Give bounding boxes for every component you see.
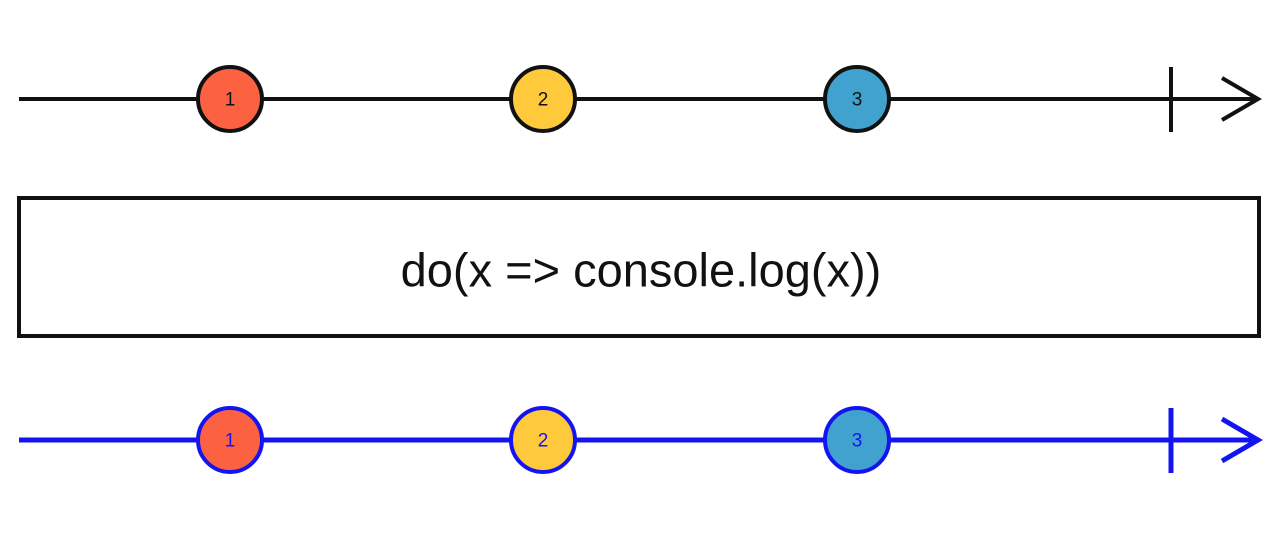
marble-label: 1: [225, 90, 236, 111]
operator-box[interactable]: do(x => console.log(x)): [17, 196, 1261, 338]
output-observable-stream: 1 2 3: [19, 406, 1263, 474]
source-marble-3[interactable]: 3: [823, 65, 891, 133]
marble-circle[interactable]: [196, 65, 264, 133]
output-marble-3[interactable]: 3: [823, 406, 891, 474]
output-arrowhead-icon: [1220, 416, 1263, 464]
operator-label: do(x => console.log(x)): [401, 244, 882, 297]
source-arrowhead-icon: [1220, 76, 1262, 122]
marble-label: 3: [852, 431, 863, 452]
marble-circle[interactable]: [823, 406, 891, 474]
marble-circle[interactable]: [509, 406, 577, 474]
output-marble-1[interactable]: 1: [196, 406, 264, 474]
marble-label: 1: [225, 431, 236, 452]
operator-box-border[interactable]: [17, 196, 1261, 338]
output-marble-2[interactable]: 2: [509, 406, 577, 474]
source-marble-2[interactable]: 2: [509, 65, 577, 133]
source-marble-1[interactable]: 1: [196, 65, 264, 133]
marble-circle[interactable]: [823, 65, 891, 133]
marble-circle[interactable]: [196, 406, 264, 474]
marble-label: 3: [852, 90, 863, 111]
marble-label: 2: [538, 90, 549, 111]
marble-circle[interactable]: [509, 65, 577, 133]
source-observable-stream: 1 2 3: [19, 65, 1262, 133]
marble-label: 2: [538, 431, 549, 452]
